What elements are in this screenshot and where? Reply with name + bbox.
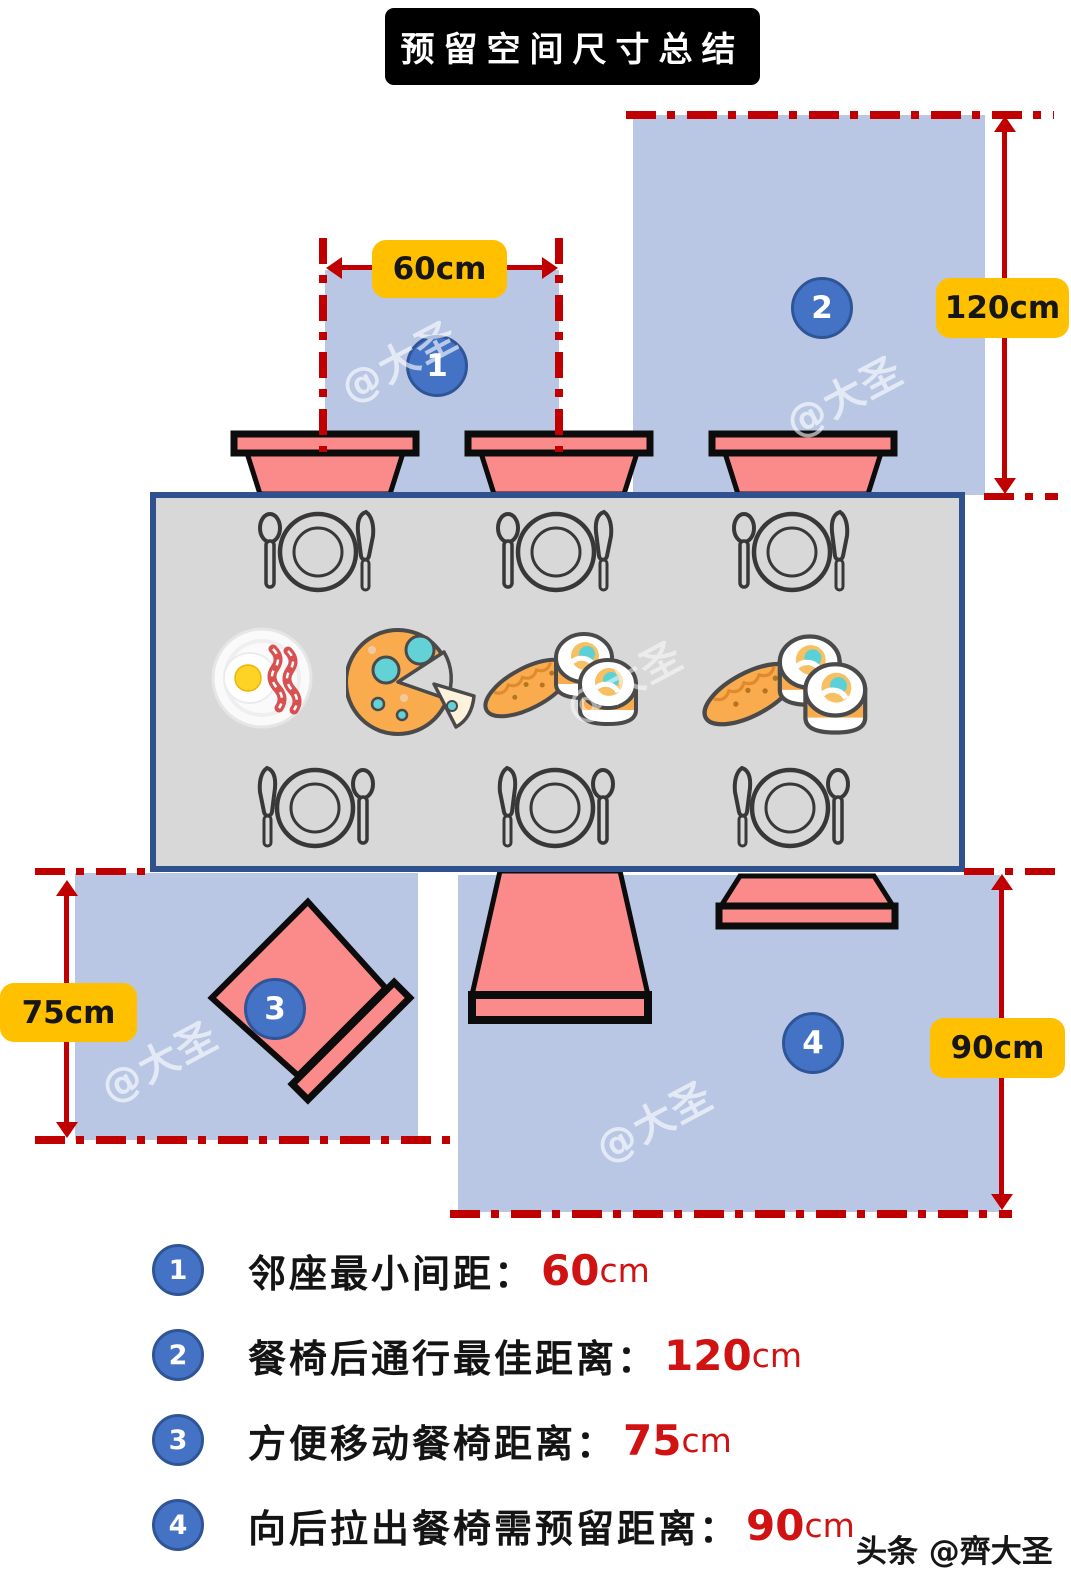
region1-number-badge: 1 bbox=[406, 335, 468, 397]
place-setting-icon bbox=[732, 509, 850, 593]
legend-label: 方便移动餐椅距离： bbox=[248, 1421, 618, 1466]
legend-value: 120 bbox=[664, 1330, 752, 1380]
region2-number-badge: 2 bbox=[791, 277, 853, 339]
pizza-icon bbox=[346, 628, 476, 736]
legend-unit: cm bbox=[804, 1505, 855, 1545]
region3-top-dash-line bbox=[35, 868, 153, 875]
region1-left-dash-line bbox=[319, 238, 327, 452]
dimension-label-90cm: 90cm bbox=[930, 1018, 1065, 1078]
legend-value: 90 bbox=[746, 1500, 805, 1550]
chair-pulled-out-icon bbox=[468, 868, 652, 1024]
legend: 1 邻座最小间距： 60 cm 2 餐椅后通行最佳距离： 120 cm 3 方便… bbox=[152, 1242, 855, 1553]
legend-label: 邻座最小间距： bbox=[248, 1251, 536, 1296]
legend-unit: cm bbox=[751, 1335, 802, 1375]
legend-number-badge: 1 bbox=[152, 1244, 204, 1296]
region1-right-dash-line bbox=[555, 238, 563, 452]
legend-number-badge: 2 bbox=[152, 1329, 204, 1381]
chair-top-2-icon bbox=[464, 430, 654, 494]
legend-value: 60 bbox=[541, 1245, 600, 1295]
legend-item-1: 1 邻座最小间距： 60 cm bbox=[152, 1242, 855, 1298]
region4-number-badge: 4 bbox=[782, 1012, 844, 1074]
legend-number-badge: 3 bbox=[152, 1414, 204, 1466]
legend-unit: cm bbox=[681, 1420, 732, 1460]
page-title: 预留空间尺寸总结 bbox=[385, 8, 760, 85]
legend-item-3: 3 方便移动餐椅距离： 75 cm bbox=[152, 1412, 855, 1468]
bread-sushi-icon bbox=[483, 632, 638, 727]
dimension-label-60cm: 60cm bbox=[372, 240, 507, 298]
dimension-label-75cm: 75cm bbox=[0, 983, 137, 1042]
place-setting-icon bbox=[732, 765, 850, 849]
legend-item-4: 4 向后拉出餐椅需预留距离： 90 cm bbox=[152, 1497, 855, 1553]
author-credit: 头条 @齊大圣 bbox=[856, 1534, 1053, 1570]
chair-tucked-icon bbox=[715, 873, 899, 930]
bread-sushi-icon bbox=[702, 634, 868, 735]
chair-top-3-icon bbox=[708, 430, 898, 494]
place-setting-icon bbox=[257, 765, 375, 849]
region2-top-dash-line bbox=[626, 111, 1054, 119]
legend-item-2: 2 餐椅后通行最佳距离： 120 cm bbox=[152, 1327, 855, 1383]
breakfast-plate-icon bbox=[211, 627, 313, 729]
place-setting-icon bbox=[497, 765, 615, 849]
place-setting-icon bbox=[496, 509, 614, 593]
region4-top-dash-tick bbox=[964, 868, 1060, 875]
place-setting-icon bbox=[258, 509, 376, 593]
legend-value: 75 bbox=[623, 1415, 682, 1465]
region2-bottom-dash-tick bbox=[984, 493, 1058, 500]
legend-unit: cm bbox=[599, 1250, 650, 1290]
chair-top-1-icon bbox=[230, 430, 420, 494]
legend-label: 向后拉出餐椅需预留距离： bbox=[248, 1506, 741, 1551]
region4-bottom-dash-line bbox=[450, 1210, 1012, 1218]
legend-number-badge: 4 bbox=[152, 1499, 204, 1551]
region3-number-badge: 3 bbox=[244, 978, 306, 1040]
legend-label: 餐椅后通行最佳距离： bbox=[248, 1336, 659, 1381]
region3-bottom-dash-line bbox=[35, 1136, 455, 1144]
dimension-label-120cm: 120cm bbox=[936, 278, 1069, 338]
